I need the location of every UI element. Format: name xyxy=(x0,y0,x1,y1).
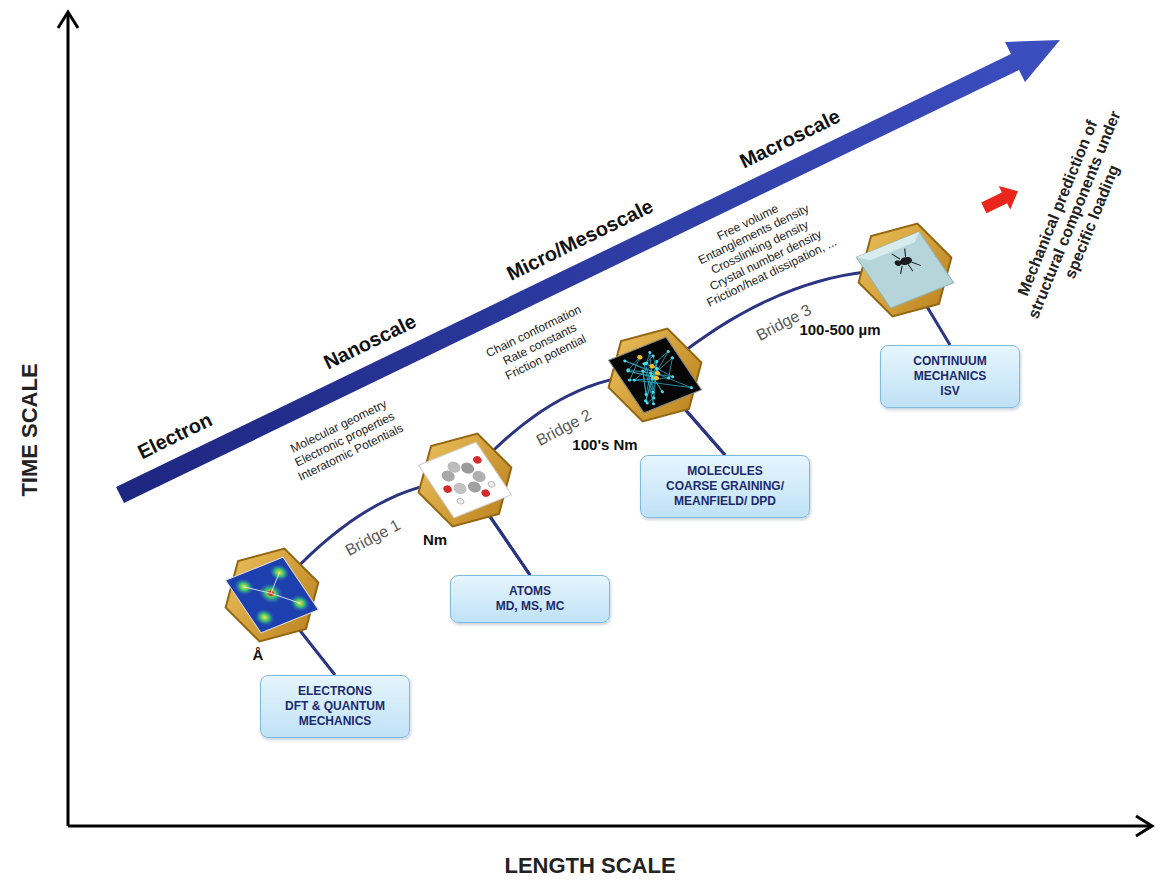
network-bond xyxy=(625,346,692,404)
network-bead xyxy=(636,354,643,360)
network-bead xyxy=(651,354,655,358)
network-bead xyxy=(655,360,659,364)
method-box: MOLECULESCOARSE GRAINING/ MEANFIELD/ DPD xyxy=(640,455,810,518)
network-bond xyxy=(659,358,683,378)
network-bead xyxy=(650,377,654,381)
network-bead xyxy=(660,390,664,394)
network-bead xyxy=(648,351,652,355)
molecule-image xyxy=(419,442,512,518)
hexagon xyxy=(848,217,962,322)
network-bead xyxy=(670,375,674,379)
method-text: ISV xyxy=(888,384,1012,399)
hexagon-icon xyxy=(215,542,329,647)
network-bond xyxy=(634,364,691,405)
network-bead xyxy=(651,402,655,406)
axis-title: TIME SCALE xyxy=(17,363,42,496)
network-bead xyxy=(623,359,627,363)
electron-density-image xyxy=(226,557,319,633)
scale-heading: ATOMS xyxy=(458,584,602,599)
length-scale-value: Nm xyxy=(423,531,447,548)
network-bond xyxy=(650,373,663,392)
axis-arrowhead xyxy=(1136,816,1152,836)
network-bead xyxy=(652,396,656,400)
network-bond xyxy=(642,352,655,362)
network-bead xyxy=(649,363,656,369)
scale-heading: CONTINUUM MECHANICS xyxy=(888,354,1012,384)
scale-heading: ELECTRONS xyxy=(268,684,402,699)
hexagon-icon xyxy=(848,217,962,322)
network-bead xyxy=(626,368,630,372)
axes xyxy=(58,12,1152,836)
network-bead xyxy=(648,371,652,375)
method-text: COARSE GRAINING/ MEANFIELD/ DPD xyxy=(648,479,802,509)
hexagon xyxy=(598,322,712,427)
method-text: MD, MS, MC xyxy=(458,599,602,614)
hexagon xyxy=(408,427,522,532)
network-bead xyxy=(643,362,647,366)
hexagon-icon xyxy=(408,427,522,532)
network-bead xyxy=(641,369,645,373)
network-bond xyxy=(629,371,660,403)
network-bead xyxy=(627,378,631,382)
time-axis xyxy=(67,14,70,826)
network-bead xyxy=(655,367,659,371)
axis-title: LENGTH SCALE xyxy=(504,853,675,878)
network-bond xyxy=(631,352,671,392)
network-bead xyxy=(689,386,693,390)
network-bead xyxy=(654,370,661,376)
network-bead xyxy=(666,376,670,380)
network-bead xyxy=(650,374,654,378)
network-bond xyxy=(630,364,667,404)
axis-arrowhead xyxy=(58,12,78,28)
method-box: ATOMSMD, MS, MC xyxy=(450,575,610,623)
hexagon xyxy=(215,542,329,647)
length-scale-value: 100's Nm xyxy=(572,436,637,453)
method-text: DFT & QUANTUM MECHANICS xyxy=(268,699,402,729)
network-bond xyxy=(620,357,650,380)
network-bead xyxy=(632,378,636,382)
component-image xyxy=(856,232,953,308)
network-bond xyxy=(628,357,672,389)
network-bond xyxy=(630,367,669,391)
network-bead xyxy=(666,350,670,354)
outcome-note: Mechanical prediction of structural comp… xyxy=(1007,100,1142,329)
network-bond xyxy=(647,358,678,376)
scale-heading: MOLECULES xyxy=(648,464,802,479)
network-bond xyxy=(632,361,679,403)
network-bond xyxy=(625,353,658,381)
method-box: ELECTRONSDFT & QUANTUM MECHANICS xyxy=(260,675,410,738)
method-box: CONTINUUM MECHANICSISV xyxy=(880,345,1020,408)
network-image xyxy=(609,337,702,413)
network-bond xyxy=(631,369,671,401)
length-scale-value: Å xyxy=(253,646,264,663)
hexagon-icon xyxy=(598,322,712,427)
scale-arrow xyxy=(116,40,1060,503)
network-bead xyxy=(653,375,660,381)
network-bead xyxy=(651,390,655,394)
network-bead xyxy=(670,356,674,360)
network-bead xyxy=(645,401,649,405)
network-bead xyxy=(654,367,658,371)
network-bead xyxy=(644,393,648,397)
output-arrow xyxy=(978,180,1024,220)
length-axis xyxy=(68,825,1150,828)
length-scale-value: 100-500 µm xyxy=(799,321,880,338)
